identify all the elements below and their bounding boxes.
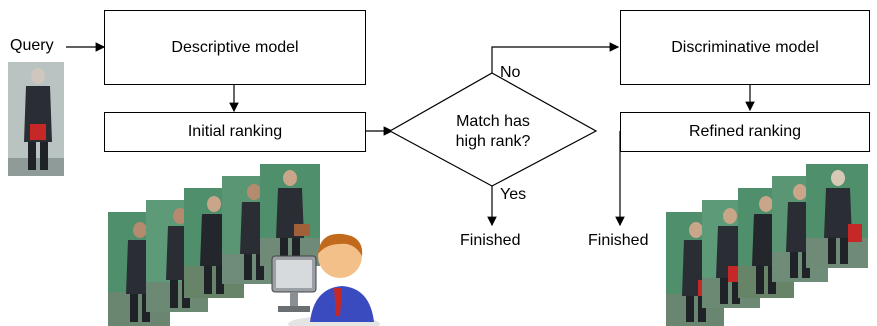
- refined-photo-5: [806, 164, 868, 268]
- user-at-computer-icon: [271, 233, 380, 326]
- finished-center-label: Finished: [460, 232, 521, 249]
- refined-ranking-box: Refined ranking: [620, 112, 870, 152]
- decision-text: Match has high rank?: [448, 112, 538, 152]
- decision-line-2: high rank?: [455, 133, 531, 150]
- initial-ranking-label: Initial ranking: [187, 123, 283, 140]
- discriminative-model-label: Discriminative model: [671, 38, 819, 56]
- descriptive-model-label: Descriptive model: [171, 38, 299, 56]
- decision-line-1: Match has: [456, 113, 530, 130]
- arrow-no-to-discriminative: [491, 42, 620, 73]
- query-label: Query: [10, 37, 54, 54]
- discriminative-model-box: Discriminative model: [620, 10, 870, 85]
- finished-right-label: Finished: [588, 232, 649, 249]
- yes-label: Yes: [500, 186, 527, 203]
- query-image: [8, 62, 64, 176]
- pedestrian-photo-icon: [8, 62, 64, 176]
- no-label: No: [500, 64, 521, 81]
- refined-ranking-label: Refined ranking: [688, 123, 802, 140]
- initial-ranking-box: Initial ranking: [104, 112, 366, 152]
- descriptive-model-box: Descriptive model: [104, 10, 366, 85]
